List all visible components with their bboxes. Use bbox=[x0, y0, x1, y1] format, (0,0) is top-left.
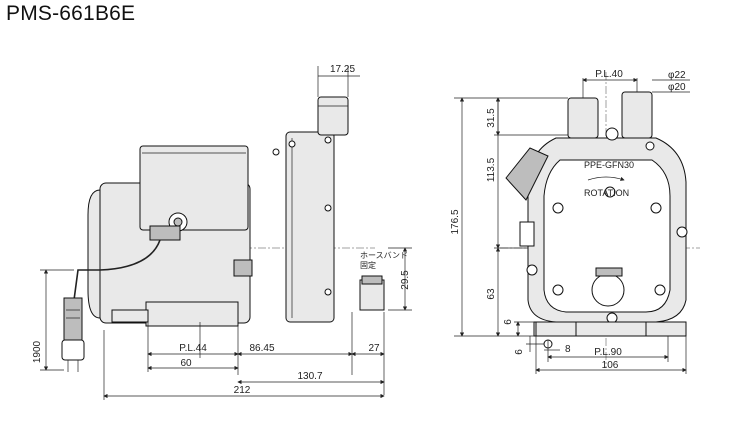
dim-pl40: P.L.40 bbox=[595, 69, 623, 80]
front-outlet-2 bbox=[621, 91, 653, 139]
dim-phi20: φ20 bbox=[668, 82, 686, 93]
power-plug bbox=[63, 297, 83, 341]
base-foot-left bbox=[111, 309, 149, 323]
dim-1900: 1900 bbox=[32, 340, 43, 363]
dim-17-25: 17.25 bbox=[330, 64, 355, 75]
rotation-arrow-icon bbox=[587, 176, 625, 181]
mount-base bbox=[145, 301, 239, 327]
dim-pl90: P.L.90 bbox=[594, 347, 622, 358]
cable-entry bbox=[519, 221, 535, 247]
material-label: PPE-GFN30 bbox=[584, 160, 634, 170]
bracket bbox=[233, 259, 253, 277]
dim-6a: 6 bbox=[503, 319, 514, 325]
side-view: ホースバンド 固定 17.25 29.5 P.L.44 60 86.45 27 bbox=[32, 64, 412, 400]
pump-outlet bbox=[317, 96, 349, 136]
dim-31-5: 31.5 bbox=[486, 108, 497, 128]
hose-band-label-2: 固定 bbox=[360, 260, 376, 270]
mount-screw-icon bbox=[272, 148, 280, 156]
dim-106: 106 bbox=[602, 360, 619, 371]
dim-pl44: P.L.44 bbox=[179, 343, 207, 354]
dim-130-7: 130.7 bbox=[297, 371, 322, 382]
dim-phi22: φ22 bbox=[668, 70, 686, 81]
bolts bbox=[526, 186, 688, 324]
dim-8: 8 bbox=[565, 344, 571, 355]
front-outlet-1 bbox=[567, 97, 599, 139]
front-casing-inner bbox=[543, 159, 671, 313]
hose-band-label-1: ホースバンド bbox=[360, 251, 408, 260]
dim-60: 60 bbox=[180, 358, 192, 369]
pump-casing bbox=[285, 131, 335, 323]
front-view: PPE-GFN30 ROTATION P.L.40 φ22 φ20 31.5 1… bbox=[450, 69, 700, 374]
power-cable bbox=[73, 239, 161, 301]
dim-63: 63 bbox=[486, 288, 497, 300]
terminal-block bbox=[505, 147, 549, 201]
dim-29-5: 29.5 bbox=[400, 270, 411, 290]
dim-86-45: 86.45 bbox=[249, 343, 274, 354]
front-inlet bbox=[591, 273, 625, 307]
hose-band bbox=[361, 275, 383, 285]
dim-212: 212 bbox=[234, 385, 251, 396]
dim-176-5: 176.5 bbox=[450, 209, 461, 234]
dim-6b: 6 bbox=[514, 349, 525, 355]
dim-27: 27 bbox=[368, 343, 380, 354]
motor-end-bell bbox=[87, 189, 101, 319]
front-hose-band bbox=[595, 267, 623, 277]
rotation-label: ROTATION bbox=[584, 188, 629, 198]
model-title: PMS-661B6E bbox=[6, 2, 136, 25]
terminal-box bbox=[139, 145, 249, 231]
cable-clamp bbox=[149, 225, 181, 241]
dim-113-5: 113.5 bbox=[486, 157, 497, 182]
